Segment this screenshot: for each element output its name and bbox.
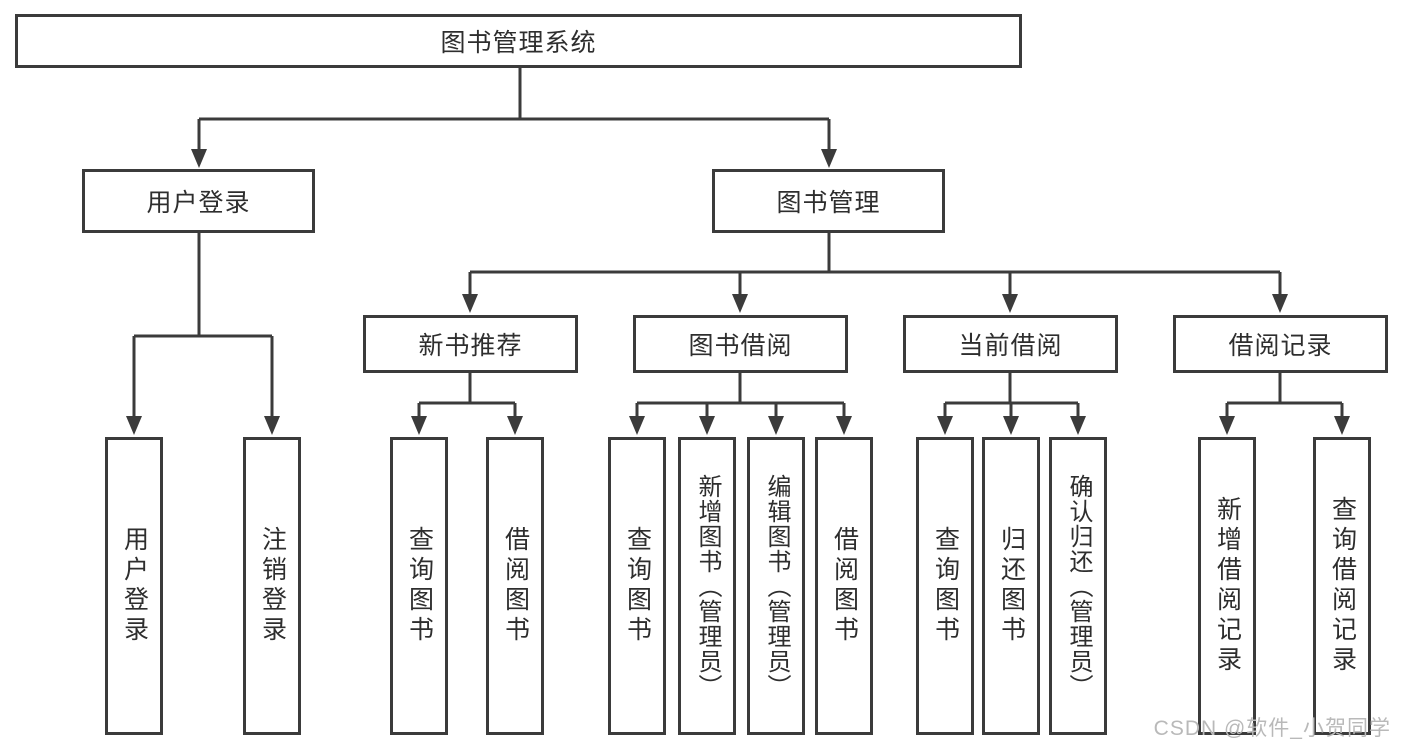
arrow-down-icon: [1272, 294, 1288, 313]
arrow-down-icon: [768, 416, 784, 435]
arrow-down-icon: [937, 416, 953, 435]
arrow-down-icon: [191, 149, 207, 168]
leaf-borrow-books-1: 借阅图书: [486, 437, 544, 735]
leaf-confirm-return-admin: 确认归还（管理员）: [1049, 437, 1107, 735]
leaf-query-books-2: 查询图书: [608, 437, 666, 735]
leaf-query-books-1: 查询图书: [390, 437, 448, 735]
node-book-management: 图书管理: [712, 169, 945, 233]
node-book-borrowing: 图书借阅: [633, 315, 848, 373]
arrow-down-icon: [821, 149, 837, 168]
arrow-down-icon: [1070, 416, 1086, 435]
arrow-down-icon: [126, 416, 142, 435]
leaf-add-borrow-record: 新增借阅记录: [1198, 437, 1256, 735]
arrow-down-icon: [507, 416, 523, 435]
leaf-user-login: 用户登录: [105, 437, 163, 735]
leaf-add-books-admin: 新增图书（管理员）: [678, 437, 736, 735]
arrow-down-icon: [411, 416, 427, 435]
arrow-down-icon: [732, 294, 748, 313]
node-new-book-recommendation: 新书推荐: [363, 315, 578, 373]
arrow-down-icon: [264, 416, 280, 435]
leaf-query-borrow-record: 查询借阅记录: [1313, 437, 1371, 735]
leaf-return-books: 归还图书: [982, 437, 1040, 735]
leaf-query-books-3: 查询图书: [916, 437, 974, 735]
node-current-borrowing: 当前借阅: [903, 315, 1118, 373]
leaf-edit-books-admin: 编辑图书（管理员）: [747, 437, 805, 735]
arrow-down-icon: [629, 416, 645, 435]
arrow-down-icon: [1003, 416, 1019, 435]
arrow-down-icon: [699, 416, 715, 435]
arrow-down-icon: [1334, 416, 1350, 435]
leaf-logout: 注销登录: [243, 437, 301, 735]
node-user-login: 用户登录: [82, 169, 315, 233]
leaf-borrow-books-2: 借阅图书: [815, 437, 873, 735]
tree-connector-path: [132, 68, 1344, 417]
node-borrowing-records: 借阅记录: [1173, 315, 1388, 373]
node-library-management-system: 图书管理系统: [15, 14, 1022, 68]
arrow-down-icon: [836, 416, 852, 435]
arrow-down-icon: [462, 294, 478, 313]
arrow-down-icon: [1219, 416, 1235, 435]
csdn-watermark: CSDN @软件_小贺同学: [1153, 717, 1391, 740]
arrow-down-icon: [1002, 294, 1018, 313]
